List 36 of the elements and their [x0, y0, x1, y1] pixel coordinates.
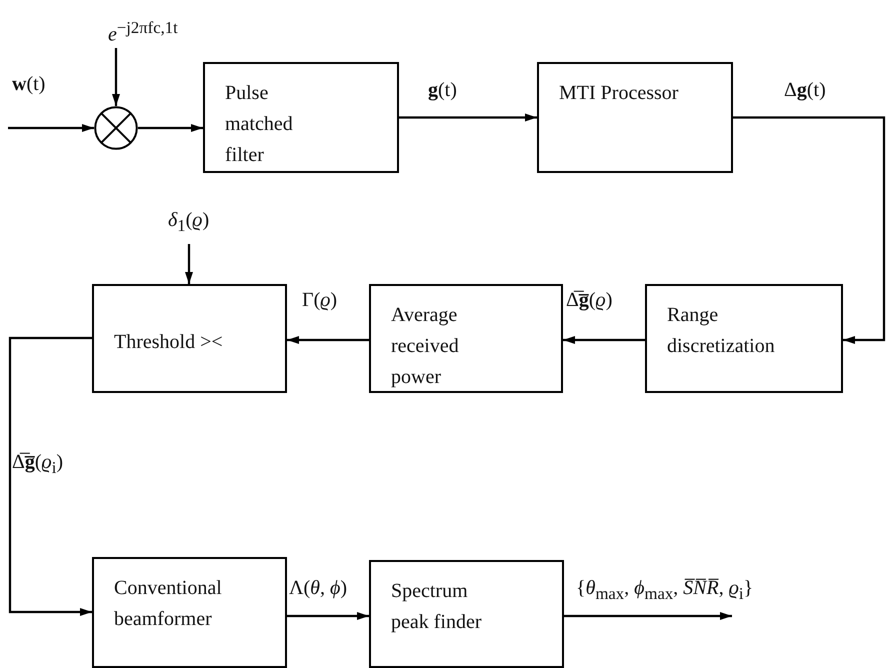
edge-label: Δ̅g̅(ϱ$_{i}$): [12, 450, 64, 479]
edge-label: {θ$_{max}$, ϕ$_{max}$, S̅N̅R̅, ϱ$_{i}$}: [576, 576, 754, 605]
box-label: Spectrum peak finder: [391, 579, 483, 635]
process-box: [203, 62, 399, 173]
arrow: [185, 244, 193, 284]
arrow: [287, 612, 369, 620]
edge-label: Γ(ϱ): [302, 288, 338, 312]
process-box: [92, 557, 287, 668]
process-box: [92, 284, 287, 393]
edge-label: δ$_{1}$(ϱ): [168, 208, 210, 237]
arrow: [733, 116, 886, 344]
process-box: [645, 284, 843, 393]
process-box: [369, 560, 564, 668]
edge-label: Δg(t): [784, 78, 826, 102]
box-label: Pulse matched filter: [225, 81, 294, 168]
arrow: [8, 336, 92, 616]
box-label: Average received power: [391, 303, 460, 390]
box-label: Conventional beamformer: [114, 576, 223, 632]
arrow: [564, 612, 732, 620]
arrow: [563, 336, 645, 344]
edge-label: Δ̅g̅(ϱ): [566, 288, 612, 312]
box-label: MTI Processor: [559, 81, 680, 106]
process-box: [537, 62, 733, 173]
arrow: [399, 114, 537, 122]
edge-label: w(t): [12, 72, 46, 96]
arrow: [287, 336, 369, 344]
box-label: Threshold ><: [114, 330, 224, 355]
arrow: [112, 48, 120, 106]
arrow: [138, 124, 203, 132]
arrow: [8, 124, 94, 132]
edge-label: Λ(θ, ϕ): [289, 576, 348, 600]
edge-label: g(t): [428, 78, 457, 102]
box-label: Range discretization: [667, 303, 776, 359]
mixer-symbol: [94, 106, 138, 150]
process-box: [369, 284, 563, 393]
edge-label: e$^{−j2πfc,1t}$: [108, 17, 178, 47]
